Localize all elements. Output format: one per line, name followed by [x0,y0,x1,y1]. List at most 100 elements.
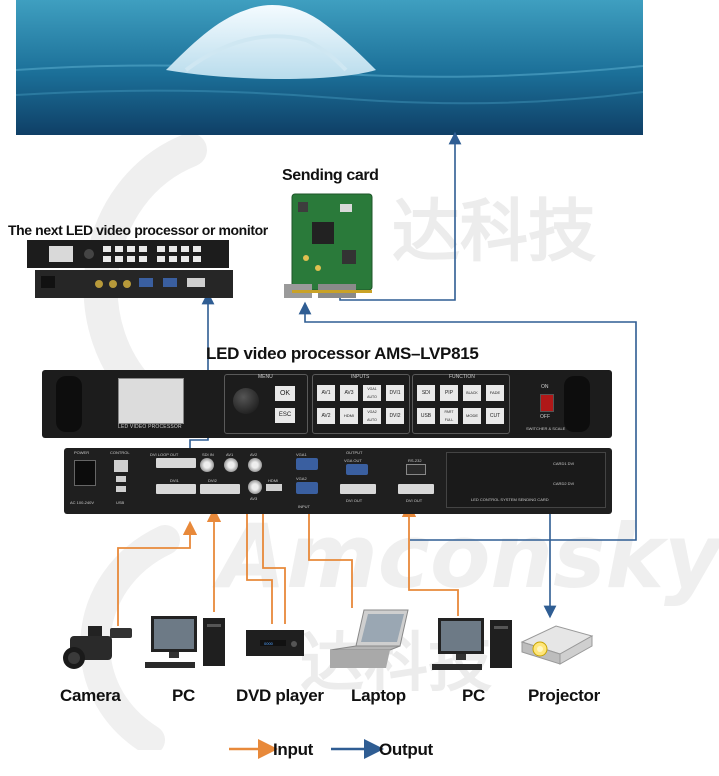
input-line-laptop [301,497,353,608]
output-line-projector [356,500,557,619]
input-line-dvd-1 [239,492,273,624]
camera-label: Camera [60,686,121,705]
vga1-label: VGA1 [296,452,307,457]
input-button-hdmi[interactable]: HDMI [340,408,358,424]
output-line-sending-card [298,301,637,541]
input-button-dvi1[interactable]: DVI1 [386,385,404,401]
function-title: FUNCTION [449,374,475,380]
rs232-port [406,464,426,475]
hdmi-label: HDMI [268,478,279,483]
bnc-av3 [248,480,262,494]
function-section: FUNCTION SDI PIP BLACK FADE USB PART FUL… [412,374,510,434]
sending-card-slot: CARD1 DVI CARD2 DVI LED CONTROL SYSTEM S… [446,452,606,508]
function-button-pip[interactable]: PIP [440,385,458,401]
usb-port-2 [116,486,126,492]
power-socket [74,460,96,486]
sending-card-label: Sending card [282,167,379,184]
pc-left-icon [145,616,225,668]
main-processor-label: LED video processor AMS–LVP815 [206,344,479,363]
input-button-vga2[interactable]: VGA2 AUTO [363,408,381,424]
vga2-port [296,482,318,494]
function-button-sdi[interactable]: SDI [417,385,435,401]
laptop-icon [330,609,409,668]
dvd-player-icon: 0000 [246,630,304,656]
sending-card-image [284,193,373,298]
menu-section: MENU OK ESC [224,374,308,434]
rj45-port [114,460,128,472]
function-button-fade[interactable]: FADE [486,385,504,401]
svg-text:0000: 0000 [264,641,274,646]
dvi-dual-label: DVI OUT [406,498,423,503]
iceberg-banner [16,0,643,135]
input-line-camera [117,520,198,626]
switcher-label: SWITCHER & SCALE [526,426,566,431]
input-button-av3[interactable]: AV3 [340,385,358,401]
dvi2-label: DVI2 [208,478,217,483]
card-caption: LED CONTROL SYSTEM SENDING CARD [471,497,549,502]
dvi2-port [200,484,240,494]
output-group-label: OUTPUT [346,450,363,455]
function-button-part-full[interactable]: PART FULL [440,408,458,424]
rs232-label: RS-232 [408,458,422,463]
input-group-label: INPUT [298,504,310,509]
legend-input-label: Input [273,740,314,759]
vga-out-port [346,464,368,475]
next-processor-image [27,240,233,298]
menu-title: MENU [258,374,273,380]
input-button-dvi2[interactable]: DVI2 [386,408,404,424]
power-on-label: ON [541,384,549,390]
power-off-label: OFF [540,414,550,420]
bnc-sdi [200,458,214,472]
front-right-handle [564,376,590,432]
function-button-mode[interactable]: MODE [463,408,481,424]
hdmi-port [266,484,282,491]
dvi-out-label: DVI OUT [346,498,363,503]
input-button-av1[interactable]: AV1 [317,385,335,401]
rear-panel: POWER AC 100-240V CONTROL USB DVI LOOP O… [64,448,612,514]
rear-control-label: CONTROL [110,450,130,455]
output-line-banner [339,131,462,301]
camera-icon [63,626,132,669]
front-panel: LED VIDEO PROCESSOR MENU OK ESC INPUTS A… [42,370,612,438]
dvi1-port [156,484,196,494]
menu-knob[interactable] [233,388,259,414]
rear-usb-label: USB [116,500,125,505]
power-switch[interactable] [540,394,554,412]
dvi-dual-port [398,484,434,494]
function-button-usb[interactable]: USB [417,408,435,424]
input-line-dvd-2 [255,494,286,624]
bnc-av1 [224,458,238,472]
legend-output-label: Output [379,740,433,759]
function-button-black[interactable]: BLACK [463,385,481,401]
ok-button[interactable]: OK [275,386,295,401]
input-button-vga1[interactable]: VGA1 AUTO [363,385,381,401]
front-lcd-screen [118,378,184,424]
pc-right-icon [432,618,512,670]
usb-port-1 [116,476,126,482]
dvi1-label: DVI1 [170,478,179,483]
bnc-av2 [248,458,262,472]
input-line-pc-right [401,502,459,616]
dvi-out-port [340,484,376,494]
pc-left-label: PC [172,686,196,705]
pc-right-label: PC [462,686,486,705]
av3-label: AV3 [250,496,258,501]
rear-power-label: POWER [74,450,90,455]
input-button-av2[interactable]: AV2 [317,408,335,424]
vga-out-label: VGA OUT [344,458,362,463]
sdi-in-label: SDI IN [202,452,214,457]
vga1-port [296,458,318,470]
function-button-cut[interactable]: CUT [486,408,504,424]
inputs-title: INPUTS [351,374,370,380]
next-processor-label: The next LED video processor or monitor [8,222,268,238]
vga2-label: VGA2 [296,476,307,481]
projector-icon [520,625,594,665]
projector-label: Projector [528,686,600,705]
card1-label: CARD1 DVI [553,461,575,466]
output-line-next-processor [189,291,215,452]
ac-label: AC 100-240V [70,500,95,505]
card2-label: CARD2 DVI [553,481,575,486]
esc-button[interactable]: ESC [275,408,295,423]
front-left-handle [56,376,82,432]
laptop-label: Laptop [351,686,406,705]
